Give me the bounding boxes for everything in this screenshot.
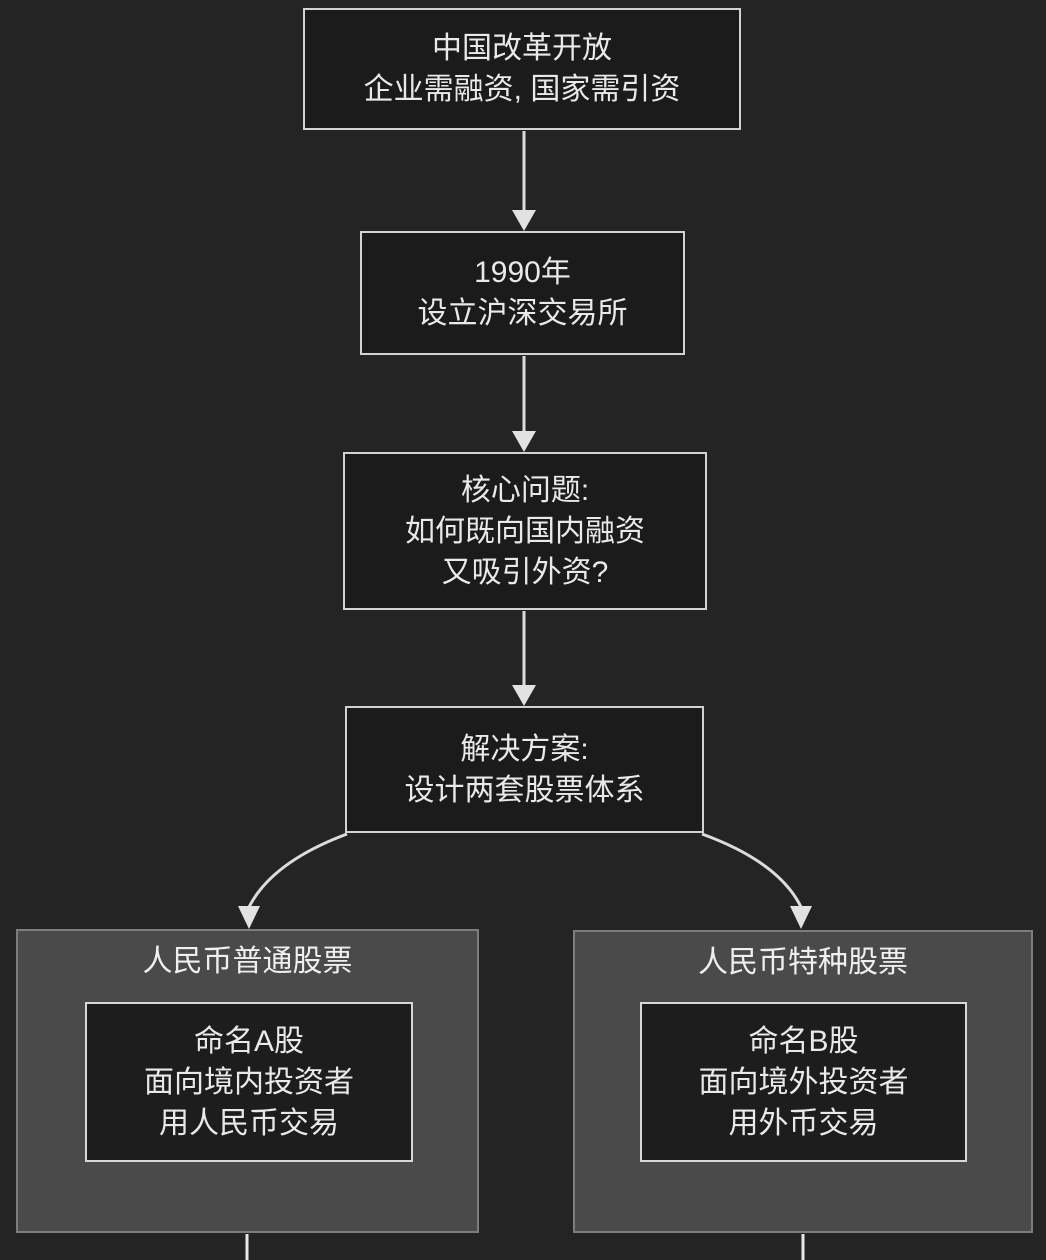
card-b-share: 命名B股 面向境外投资者 用外币交易	[640, 1002, 967, 1162]
node-1990-exchanges: 1990年 设立沪深交易所	[360, 231, 685, 355]
arrowhead-down-icon	[512, 210, 536, 231]
node-reform-opening: 中国改革开放 企业需融资, 国家需引资	[303, 8, 741, 130]
node-text-line: 又吸引外资?	[441, 555, 609, 589]
node-text-line: 企业需融资, 国家需引资	[363, 73, 681, 106]
card-text-line: 面向境外投资者	[698, 1065, 909, 1099]
node-text-line: 设立沪深交易所	[417, 297, 628, 330]
group-a-share: 人民币普通股票 命名A股 面向境内投资者 用人民币交易	[16, 929, 479, 1233]
arrowhead-down-icon	[512, 685, 536, 706]
node-text-line: 解决方案:	[460, 732, 589, 766]
node-text-line: 1990年	[474, 256, 571, 289]
card-text-line: 命名B股	[748, 1024, 859, 1058]
node-text-line: 如何既向国内融资	[405, 514, 645, 548]
connector-curve-right	[701, 832, 803, 908]
group-b-title: 人民币特种股票	[698, 946, 908, 979]
card-a-share: 命名A股 面向境内投资者 用人民币交易	[85, 1002, 413, 1162]
card-text-line: 命名A股	[193, 1024, 304, 1058]
arrowhead-down-icon	[790, 906, 812, 929]
node-text-line: 中国改革开放	[432, 32, 612, 65]
node-solution: 解决方案: 设计两套股票体系	[345, 706, 704, 833]
node-text-line: 设计两套股票体系	[404, 773, 645, 807]
card-text-line: 用外币交易	[728, 1106, 879, 1140]
connector-curve-left	[247, 832, 348, 908]
node-core-problem: 核心问题: 如何既向国内融资 又吸引外资?	[343, 452, 707, 610]
card-text-line: 面向境内投资者	[144, 1065, 354, 1099]
arrowhead-down-icon	[512, 431, 536, 452]
card-text-line: 用人民币交易	[159, 1106, 339, 1140]
group-b-share: 人民币特种股票 命名B股 面向境外投资者 用外币交易	[573, 930, 1033, 1233]
node-text-line: 核心问题:	[460, 473, 590, 507]
arrowhead-down-icon	[238, 906, 260, 929]
group-a-title: 人民币普通股票	[142, 945, 353, 978]
